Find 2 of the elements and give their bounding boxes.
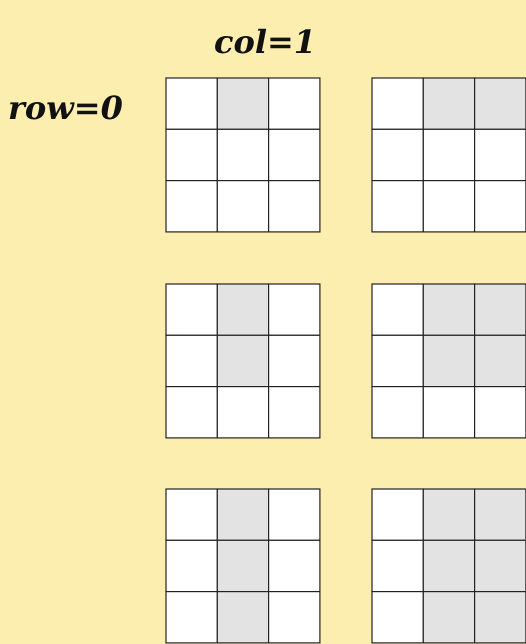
row-label: row=0 [8,92,123,124]
column-label: col=1 [214,26,316,58]
